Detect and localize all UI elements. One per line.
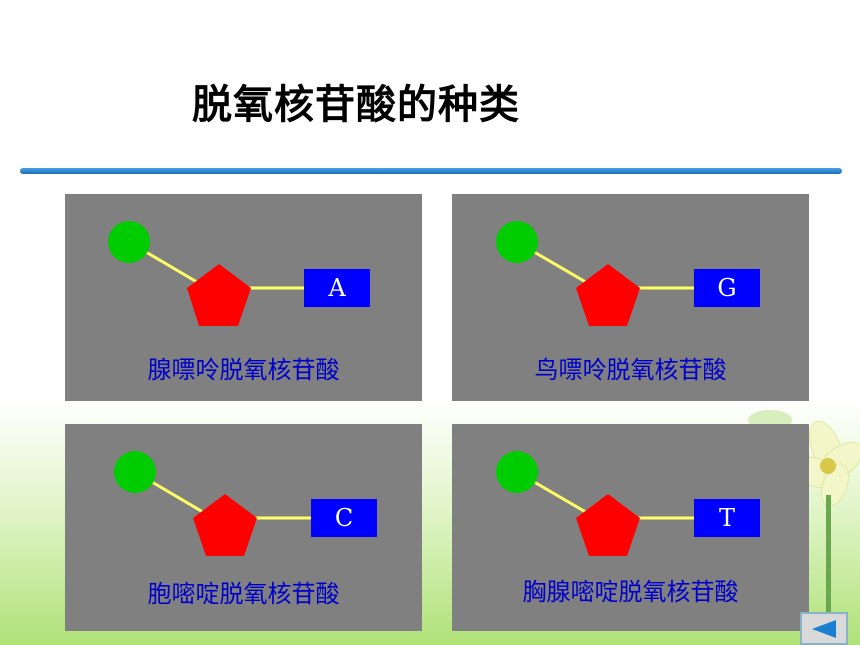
nucleotide-name: 鸟嘌呤脱氧核苷酸	[534, 356, 727, 384]
nucleotide-panel-cytosine: C 胞嘧啶脱氧核苷酸	[65, 424, 422, 631]
base-box: G	[694, 269, 760, 307]
deoxyribose-pentagon	[193, 494, 257, 556]
deoxyribose-pentagon	[576, 494, 640, 556]
nucleotide-name: 腺嘌呤脱氧核苷酸	[147, 356, 340, 384]
back-button[interactable]	[800, 612, 848, 645]
nucleotide-name: 胸腺嘧啶脱氧核苷酸	[522, 578, 739, 606]
title-underline	[20, 168, 842, 174]
page-title: 脱氧核苷酸的种类	[192, 82, 520, 128]
nucleotide-diagram	[114, 451, 315, 556]
nucleotide-diagram	[496, 451, 700, 556]
base-box: T	[694, 499, 760, 537]
nucleotide-name: 胞嘧啶脱氧核苷酸	[147, 580, 340, 608]
nucleotide-panel-guanine: G 鸟嘌呤脱氧核苷酸	[452, 194, 809, 401]
nucleotide-diagram	[108, 221, 310, 326]
nucleotide-panel-thymine: T 胸腺嘧啶脱氧核苷酸	[452, 424, 809, 631]
phosphate-circle	[496, 451, 538, 493]
nucleotide-panel-adenine: A 腺嘌呤脱氧核苷酸	[65, 194, 422, 401]
phosphate-circle	[108, 221, 150, 263]
deoxyribose-pentagon	[187, 264, 251, 326]
phosphate-circle	[496, 221, 538, 263]
base-box: A	[304, 269, 370, 307]
base-box: C	[311, 499, 377, 537]
nucleotide-diagram	[496, 221, 700, 326]
triangle-left-icon	[812, 619, 836, 638]
phosphate-circle	[114, 451, 156, 493]
deoxyribose-pentagon	[576, 264, 640, 326]
